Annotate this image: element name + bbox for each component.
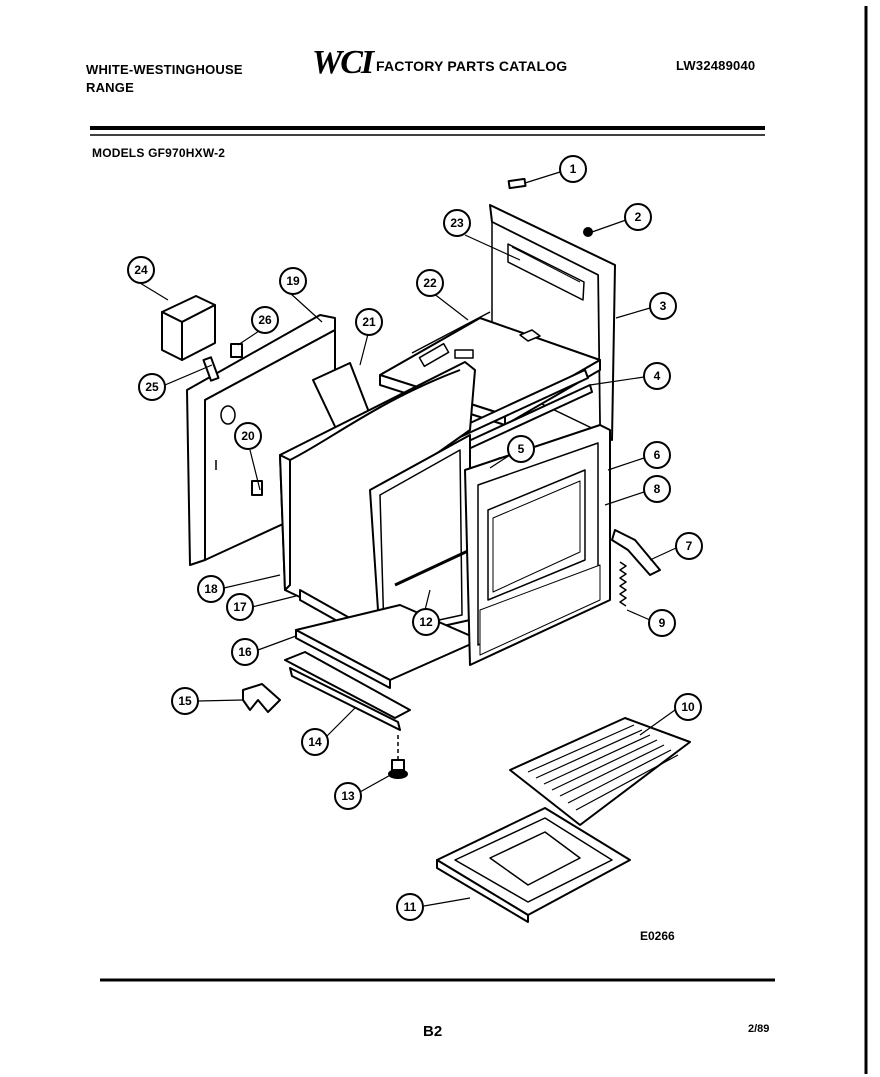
part-24-bracket [161, 295, 216, 361]
callout-label-18: 18 [204, 582, 218, 596]
callout-12 [412, 608, 440, 636]
part-7-hinge [611, 529, 661, 576]
callout-3 [649, 292, 677, 320]
catalog-number: LW32489040 [676, 58, 756, 73]
callout-21 [355, 308, 383, 336]
callout-18 [197, 575, 225, 603]
callout-label-23: 23 [450, 216, 464, 230]
callout-13 [334, 782, 362, 810]
wci-logo: WCI [312, 44, 374, 81]
callout-label-21: 21 [362, 315, 376, 329]
part-11-broiler-pan [436, 807, 631, 923]
callout-label-2: 2 [635, 210, 642, 224]
callout-8 [643, 475, 671, 503]
callout-16 [231, 638, 259, 666]
drawing-code: E0266 [640, 929, 675, 943]
callout-label-9: 9 [659, 616, 666, 630]
part-15-bracket [242, 683, 281, 713]
part-10-rack [509, 717, 691, 826]
callout-15 [171, 687, 199, 715]
callout-label-15: 15 [178, 694, 192, 708]
callout-label-17: 17 [233, 600, 247, 614]
part-20-bracket [251, 480, 263, 496]
callout-label-14: 14 [308, 735, 322, 749]
callout-20 [234, 422, 262, 450]
callout-6 [643, 441, 671, 469]
callout-label-12: 12 [419, 615, 433, 629]
part-26-clip [230, 343, 243, 358]
callout-label-1: 1 [570, 162, 577, 176]
callout-label-6: 6 [654, 448, 661, 462]
callout-22 [416, 269, 444, 297]
part-25-tab [202, 356, 220, 382]
callout-label-26: 26 [258, 313, 272, 327]
callout-label-22: 22 [423, 276, 437, 290]
oven-door [464, 424, 611, 666]
callout-17 [226, 593, 254, 621]
catalog-title: FACTORY PARTS CATALOG [376, 58, 568, 74]
part-1-clip [507, 177, 527, 190]
leader-lines [139, 171, 677, 907]
part-12-rod [394, 548, 471, 587]
callout-23 [443, 209, 471, 237]
callout-labels: 1 2 3 4 5 6 7 8 9 10 11 12 13 14 15 16 1… [134, 162, 695, 914]
callout-label-3: 3 [660, 299, 667, 313]
callout-label-8: 8 [654, 482, 661, 496]
callout-label-19: 19 [286, 274, 300, 288]
brand-name: WHITE-WESTINGHOUSE [86, 62, 243, 77]
callout-4 [643, 362, 671, 390]
callout-5 [507, 435, 535, 463]
callout-25 [138, 373, 166, 401]
callout-7 [675, 532, 703, 560]
callout-1 [559, 155, 587, 183]
callout-label-16: 16 [238, 645, 252, 659]
part-4-rail [454, 369, 593, 453]
callout-label-25: 25 [145, 380, 159, 394]
callout-label-24: 24 [134, 263, 148, 277]
callout-label-4: 4 [654, 369, 661, 383]
callout-label-11: 11 [404, 900, 417, 914]
callout-label-13: 13 [341, 789, 355, 803]
callout-markers [127, 155, 703, 921]
callout-26 [251, 306, 279, 334]
callout-label-10: 10 [681, 700, 695, 714]
part-13-leveler [388, 735, 408, 779]
product-type: RANGE [86, 80, 134, 95]
callout-11 [396, 893, 424, 921]
revision-date: 2/89 [748, 1023, 769, 1035]
callout-14 [301, 728, 329, 756]
callout-19 [279, 267, 307, 295]
callout-label-7: 7 [686, 539, 693, 553]
callout-10 [674, 693, 702, 721]
part-9-spring [619, 561, 627, 607]
callout-label-5: 5 [518, 442, 525, 456]
callout-9 [648, 609, 676, 637]
part-14-trim [284, 651, 411, 731]
callout-2 [624, 203, 652, 231]
callout-24 [127, 256, 155, 284]
part-2-screw [583, 227, 593, 237]
callout-label-20: 20 [241, 429, 255, 443]
page-number: B2 [423, 1023, 442, 1040]
models-label: MODELS GF970HXW-2 [92, 146, 226, 160]
